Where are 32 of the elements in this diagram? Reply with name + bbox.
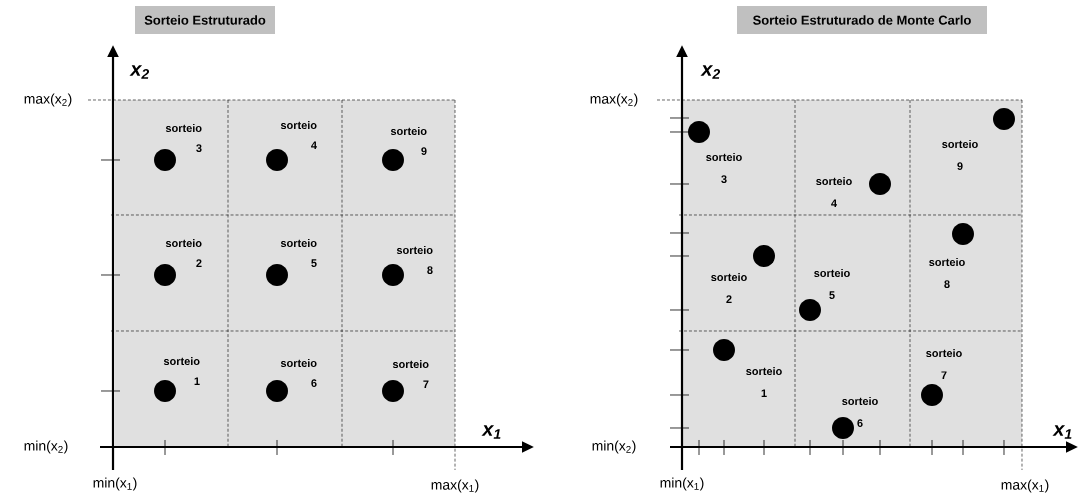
draw-label: sorteio 7	[926, 349, 962, 379]
draw-label: sorteio 3	[706, 153, 742, 183]
axis-limit-label: max(x$_{2}$)	[24, 93, 72, 107]
title-box: Sorteio Estruturado	[135, 6, 275, 34]
axis-limit-label: min(x$_{1}$)	[93, 477, 137, 491]
draw-label: sorteio 2	[165, 239, 202, 267]
draw-label: sorteio 7	[392, 360, 429, 388]
axis-label: x$_{2}$	[700, 65, 721, 79]
title-box: Sorteio Estruturado de Monte Carlo	[737, 6, 987, 34]
draw-label: sorteio 4	[280, 121, 317, 149]
axis-limit-label: max(x$_{1}$)	[431, 479, 479, 493]
axis-limit-label: max(x$_{1}$)	[1001, 479, 1049, 493]
draw-label: sorteio 3	[165, 124, 202, 152]
draw-label: sorteio 8	[929, 258, 965, 288]
draw-label: sorteio 5	[814, 269, 850, 299]
axis-limit-label: min(x$_{2}$)	[592, 440, 636, 454]
draw-label: sorteio 1	[746, 367, 782, 397]
draw-label: sorteio 2	[711, 273, 747, 303]
draw-label: sorteio 4	[816, 177, 852, 207]
draw-label: sorteio 6	[842, 397, 878, 427]
draw-label: sorteio 9	[390, 127, 427, 155]
draw-label: sorteio 6	[280, 359, 317, 387]
draw-label: sorteio 5	[280, 239, 317, 267]
axis-label: x$_{2}$	[129, 65, 150, 79]
axis-limit-label: max(x$_{2}$)	[590, 93, 638, 107]
draw-label: sorteio 1	[163, 357, 200, 385]
axis-label: x$_{1}$	[1052, 425, 1072, 439]
axis-limit-label: min(x$_{2}$)	[24, 440, 68, 454]
draw-label: sorteio 8	[396, 246, 433, 274]
axis-label: x$_{1}$	[481, 425, 501, 439]
axis-limit-label: min(x$_{1}$)	[660, 477, 704, 491]
draw-label: sorteio 9	[942, 140, 978, 170]
